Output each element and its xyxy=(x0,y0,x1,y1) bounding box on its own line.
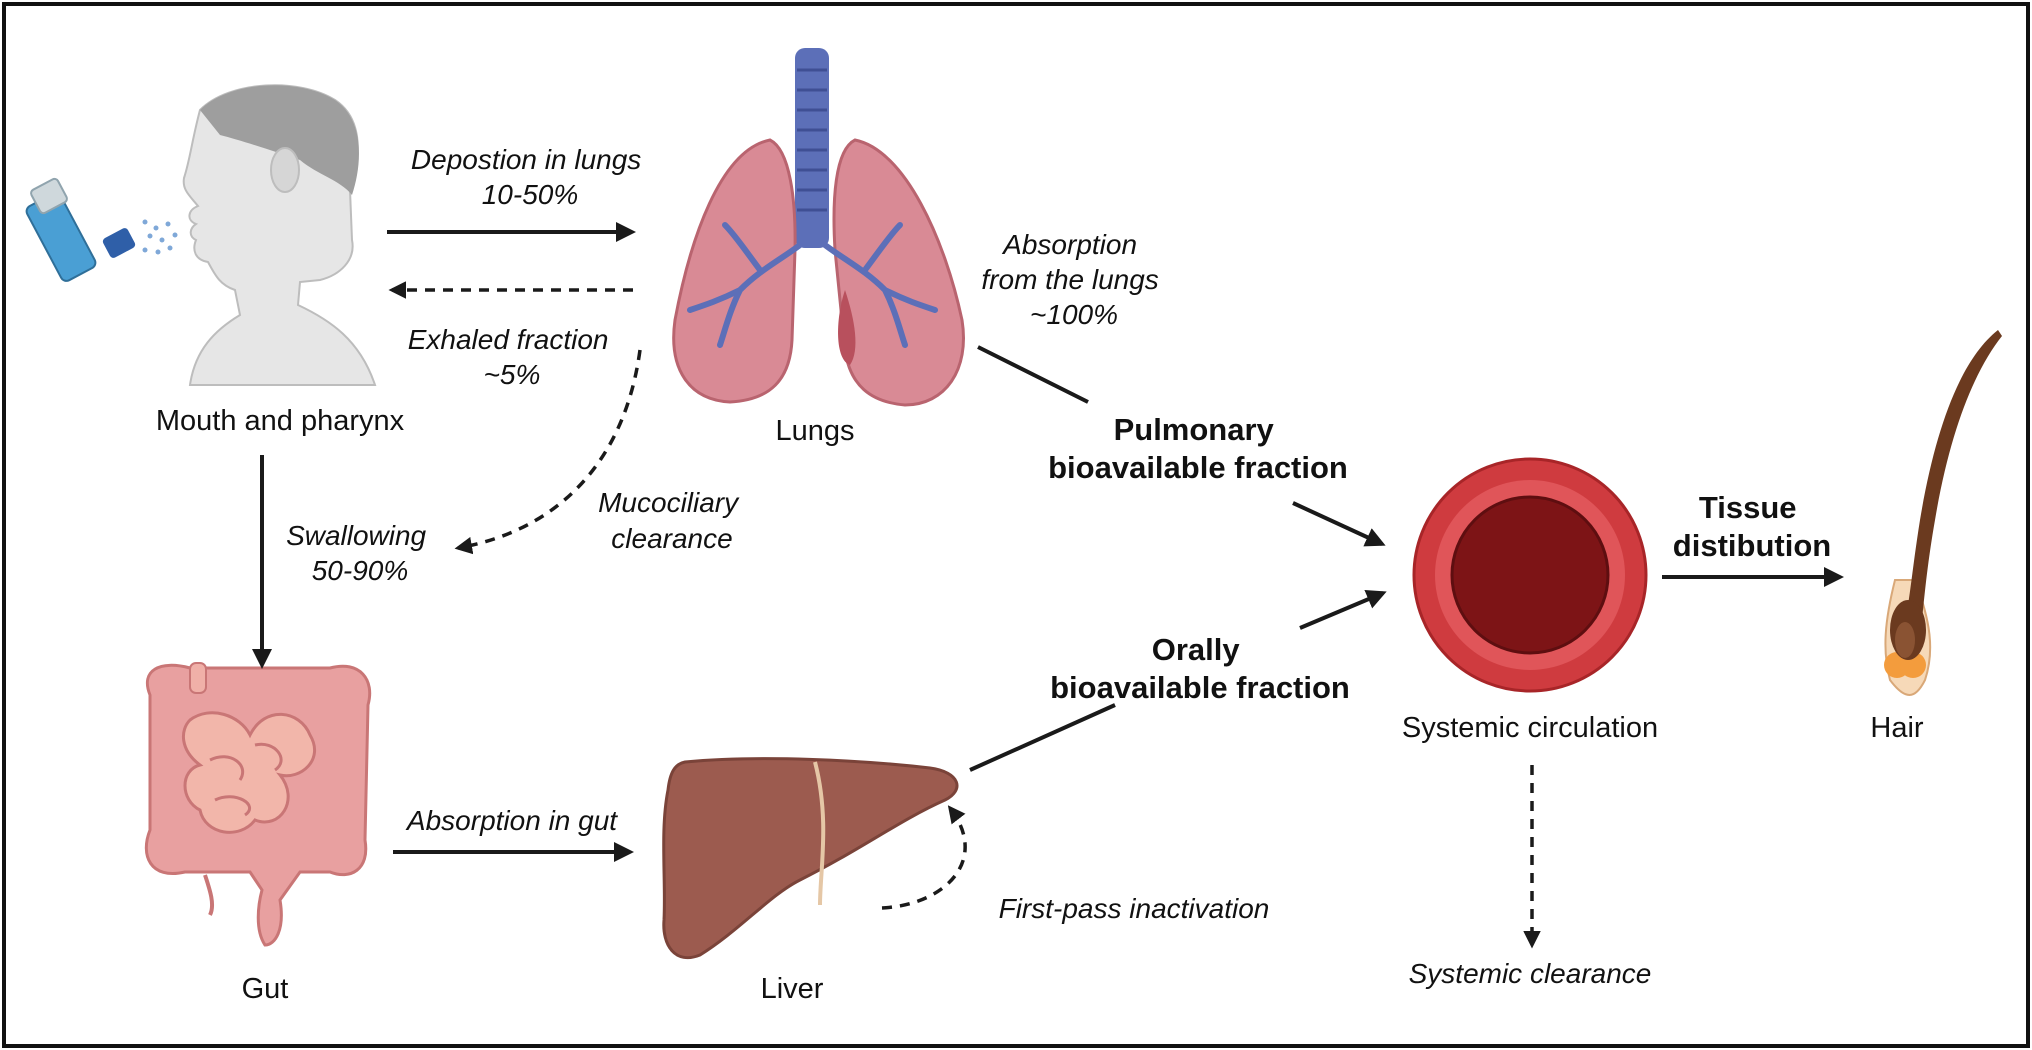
red-blood-cell-icon xyxy=(1412,457,1648,693)
label-oral: Orally bioavailable fraction xyxy=(1050,632,1350,705)
liver-icon xyxy=(662,757,959,959)
node-label-circulation: Systemic circulation xyxy=(1402,712,1658,744)
label-swallowing: Swallowing 50-90% xyxy=(286,520,434,586)
node-label-mouth: Mouth and pharynx xyxy=(156,405,405,437)
label-gut-absorption: Absorption in gut xyxy=(405,805,618,836)
label-first-pass: First-pass inactivation xyxy=(999,893,1270,924)
arrow-oral-a xyxy=(969,703,1116,772)
label-tissue: Tissue distibution xyxy=(1673,490,1831,563)
arrow-oral-b xyxy=(1299,590,1387,630)
arrow-mucociliary xyxy=(454,349,642,555)
intestine-icon xyxy=(144,662,372,947)
arrow-pulmonary-a xyxy=(977,345,1089,404)
node-label-gut: Gut xyxy=(242,973,289,1005)
label-deposition: Depostion in lungs 10-50% xyxy=(411,144,649,210)
node-label-hair: Hair xyxy=(1870,712,1924,744)
human-head-icon xyxy=(182,84,377,386)
label-pulmonary: Pulmonary bioavailable fraction xyxy=(1048,412,1348,485)
hair-follicle-icon xyxy=(1884,330,2002,696)
label-lung-absorption: Absorption from the lungs ~100% xyxy=(981,229,1166,330)
node-label-liver: Liver xyxy=(761,973,824,1005)
label-mucociliary: Mucociliary clearance xyxy=(598,487,746,554)
lungs-icon xyxy=(672,48,965,407)
node-label-lungs: Lungs xyxy=(775,415,854,447)
label-systemic-clearance: Systemic clearance xyxy=(1409,958,1652,989)
inhaler-icon xyxy=(25,177,178,282)
label-exhaled: Exhaled fraction ~5% xyxy=(408,324,617,390)
arrow-pulmonary-b xyxy=(1292,501,1386,547)
arrow-first-pass xyxy=(881,805,967,910)
